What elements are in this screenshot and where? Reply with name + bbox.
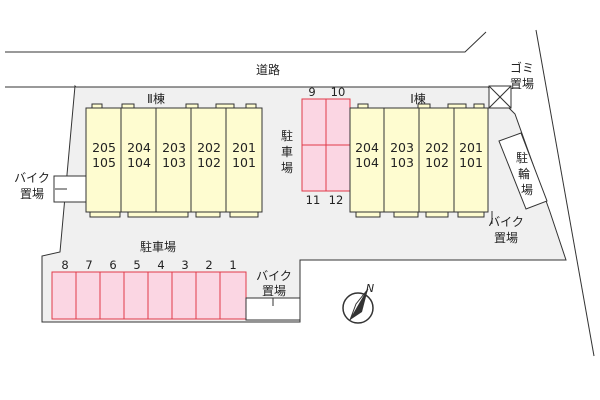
bike-parking-left-box — [53, 175, 87, 203]
building-ii-tab-8 — [195, 211, 221, 218]
parking-spot-10-label: 10 — [331, 85, 346, 99]
parking-spot-8-label: 8 — [61, 258, 68, 272]
bike-parking-left: バイク 置場 — [14, 171, 87, 203]
parking-center-label-1: 駐 — [281, 128, 293, 143]
unit-203: 203 — [162, 140, 186, 155]
compass-label: N — [366, 282, 374, 295]
parking-spot-4-label: 4 — [157, 258, 164, 272]
parking-spot-10 — [325, 98, 351, 146]
bike-parking-left-label-1: バイク — [14, 171, 50, 185]
bike-parking-bottom: バイク 置場 — [245, 269, 301, 321]
building-ii-tab-2 — [121, 103, 135, 109]
road-edge-top — [5, 31, 487, 53]
building-i-tab-6 — [393, 211, 419, 218]
bicycle-parking-label-2: 輪 — [518, 166, 530, 181]
building-ii-label: Ⅱ棟 — [147, 91, 165, 106]
bicycle-parking: 駐 輪 場 — [498, 132, 548, 210]
parking-spot-12-label: 12 — [329, 193, 344, 207]
bike-parking-left-label-2: 置場 — [20, 187, 44, 201]
parking-spot-7 — [75, 271, 101, 320]
bike-parking-right: バイク 置場 — [488, 211, 524, 245]
bike-parking-bottom-label-2: 置場 — [262, 284, 286, 298]
building-ii-tab-4 — [215, 103, 235, 109]
building-i-tab-8 — [457, 211, 485, 218]
building-ii-tab-5 — [245, 103, 257, 109]
garbage-label-line2: 置場 — [510, 77, 534, 91]
building-ii: Ⅱ棟 205 105 204 104 203 103 202 102 201 1… — [85, 91, 263, 218]
parking-center: 駐 車 場 9 10 11 12 — [281, 85, 351, 207]
building-ii-tab-6 — [89, 211, 121, 218]
bike-parking-bottom-label-1: バイク — [256, 269, 292, 283]
building-ii-tab-9 — [229, 211, 259, 218]
unit-i-202: 202 — [425, 140, 449, 155]
building-i-tab-4 — [473, 103, 485, 109]
parking-spot-1-label: 1 — [229, 258, 236, 272]
unit-104: 104 — [127, 155, 151, 170]
unit-i-101: 101 — [459, 155, 483, 170]
parking-spot-6 — [99, 271, 125, 320]
unit-101: 101 — [232, 155, 256, 170]
parking-lower-label: 駐車場 — [140, 239, 176, 254]
building-i-tab-1 — [357, 103, 369, 109]
bicycle-parking-area — [498, 132, 548, 210]
parking-center-label-3: 場 — [281, 161, 293, 175]
unit-202: 202 — [197, 140, 221, 155]
unit-201: 201 — [232, 140, 256, 155]
unit-i-201: 201 — [459, 140, 483, 155]
unit-105: 105 — [92, 155, 116, 170]
bike-parking-right-label-1: バイク — [488, 215, 524, 229]
unit-103: 103 — [162, 155, 186, 170]
unit-i-104: 104 — [355, 155, 379, 170]
building-ii-tab-7 — [127, 211, 189, 218]
building-ii-tab-3 — [185, 103, 199, 109]
parking-spot-4 — [147, 271, 173, 320]
road-label: 道路 — [256, 62, 280, 77]
parking-lower: 駐車場 8 7 6 5 4 3 2 1 — [51, 239, 247, 320]
parking-spot-11-label: 11 — [306, 193, 321, 207]
building-i-tab-3 — [447, 103, 467, 109]
unit-i-103: 103 — [390, 155, 414, 170]
building-i-label: Ⅰ棟 — [410, 91, 426, 106]
parking-spot-1 — [219, 271, 247, 320]
parking-spot-9 — [301, 98, 327, 146]
building-i-tab-7 — [425, 211, 449, 218]
compass-needle-tail-icon — [349, 288, 369, 321]
parking-spot-2 — [195, 271, 221, 320]
parking-spot-5-label: 5 — [133, 258, 140, 272]
building-ii-body — [85, 107, 263, 213]
parking-spot-7-label: 7 — [85, 258, 92, 272]
parking-spot-5 — [123, 271, 149, 320]
parking-spot-9-label: 9 — [308, 85, 315, 99]
unit-102: 102 — [197, 155, 221, 170]
parking-spot-8 — [51, 271, 77, 320]
parking-spot-6-label: 6 — [109, 258, 116, 272]
bicycle-parking-label-3: 場 — [521, 183, 533, 197]
garbage-label-line1: ゴミ — [510, 60, 534, 75]
parking-center-label-2: 車 — [281, 145, 293, 159]
unit-i-203: 203 — [390, 140, 414, 155]
compass: N — [342, 282, 374, 324]
unit-i-204: 204 — [355, 140, 379, 155]
unit-205: 205 — [92, 140, 116, 155]
unit-i-102: 102 — [425, 155, 449, 170]
unit-204: 204 — [127, 140, 151, 155]
bicycle-parking-label-1: 駐 — [516, 150, 528, 165]
parking-spot-3 — [171, 271, 197, 320]
building-ii-tab-1 — [91, 103, 103, 109]
garbage-cross-b — [488, 85, 512, 109]
parking-spot-3-label: 3 — [181, 258, 188, 272]
side-road-edge — [535, 29, 595, 357]
building-i-tab-5 — [355, 211, 381, 218]
bike-parking-right-label-2: 置場 — [494, 231, 518, 245]
parking-spot-2-label: 2 — [205, 258, 212, 272]
building-i: Ⅰ棟 204 104 203 103 202 102 201 101 — [349, 91, 489, 218]
parking-spot-12 — [325, 144, 351, 192]
garbage-area: ゴミ 置場 — [488, 60, 534, 109]
parking-spot-11 — [301, 144, 327, 192]
